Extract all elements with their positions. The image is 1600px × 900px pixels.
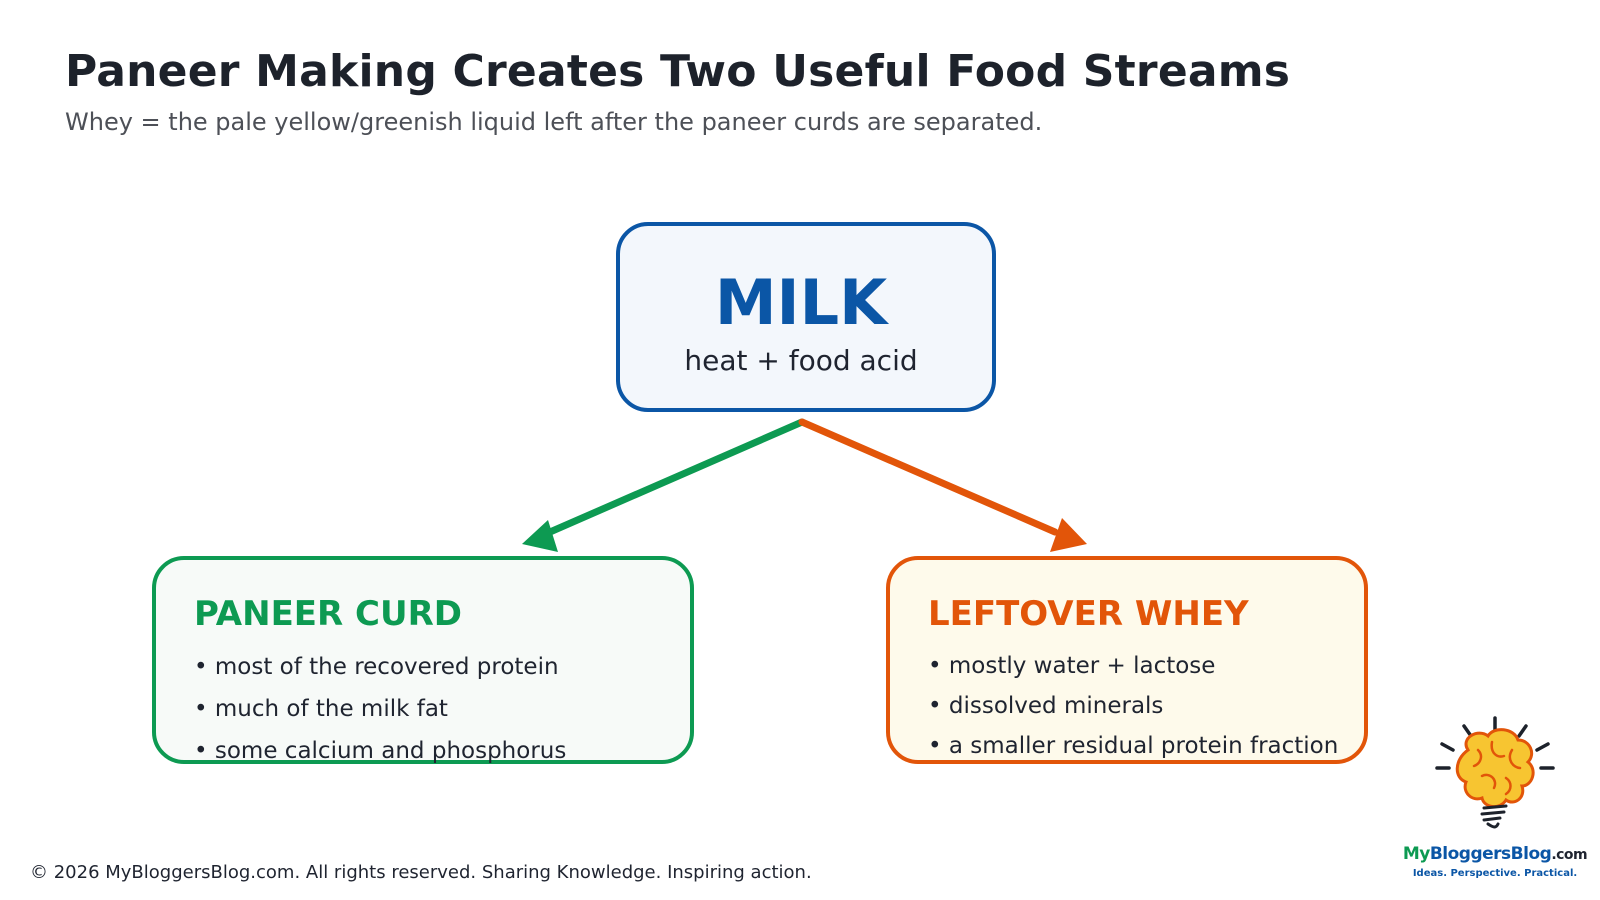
logo-wordmark: MyBloggersBlog.com [1402, 844, 1588, 864]
page-subtitle: Whey = the pale yellow/greenish liquid l… [65, 108, 1043, 136]
paneer-curd-list: • most of the recovered protein • much o… [194, 646, 566, 772]
leftover-whey-title: LEFTOVER WHEY [928, 594, 1249, 634]
page-title: Paneer Making Creates Two Useful Food St… [65, 46, 1291, 97]
arrow-to-whey [798, 418, 1087, 552]
footer-copyright: © 2026 MyBloggersBlog.com. All rights re… [30, 862, 812, 883]
site-logo: MyBloggersBlog.com Ideas. Perspective. P… [1400, 710, 1590, 890]
list-item: • most of the recovered protein [194, 654, 559, 680]
paneer-curd-title: PANEER CURD [194, 594, 462, 634]
milk-title: MILK [714, 266, 888, 339]
brain-lightbulb-icon [1435, 716, 1555, 829]
leftover-whey-list: • mostly water + lactose • dissolved min… [928, 646, 1338, 766]
milk-box: MILK heat + food acid [616, 222, 996, 412]
paneer-curd-box: PANEER CURD • most of the recovered prot… [152, 556, 694, 764]
arrow-to-curd [522, 418, 806, 552]
milk-subtitle: heat + food acid [684, 344, 918, 377]
list-item: • mostly water + lactose [928, 653, 1216, 679]
list-item: • a smaller residual protein fraction [928, 733, 1339, 759]
list-item: • some calcium and phosphorus [194, 738, 567, 764]
leftover-whey-box: LEFTOVER WHEY • mostly water + lactose •… [886, 556, 1368, 764]
list-item: • dissolved minerals [928, 693, 1164, 719]
logo-tagline: Ideas. Perspective. Practical. [1412, 868, 1578, 879]
list-item: • much of the milk fat [194, 696, 448, 722]
